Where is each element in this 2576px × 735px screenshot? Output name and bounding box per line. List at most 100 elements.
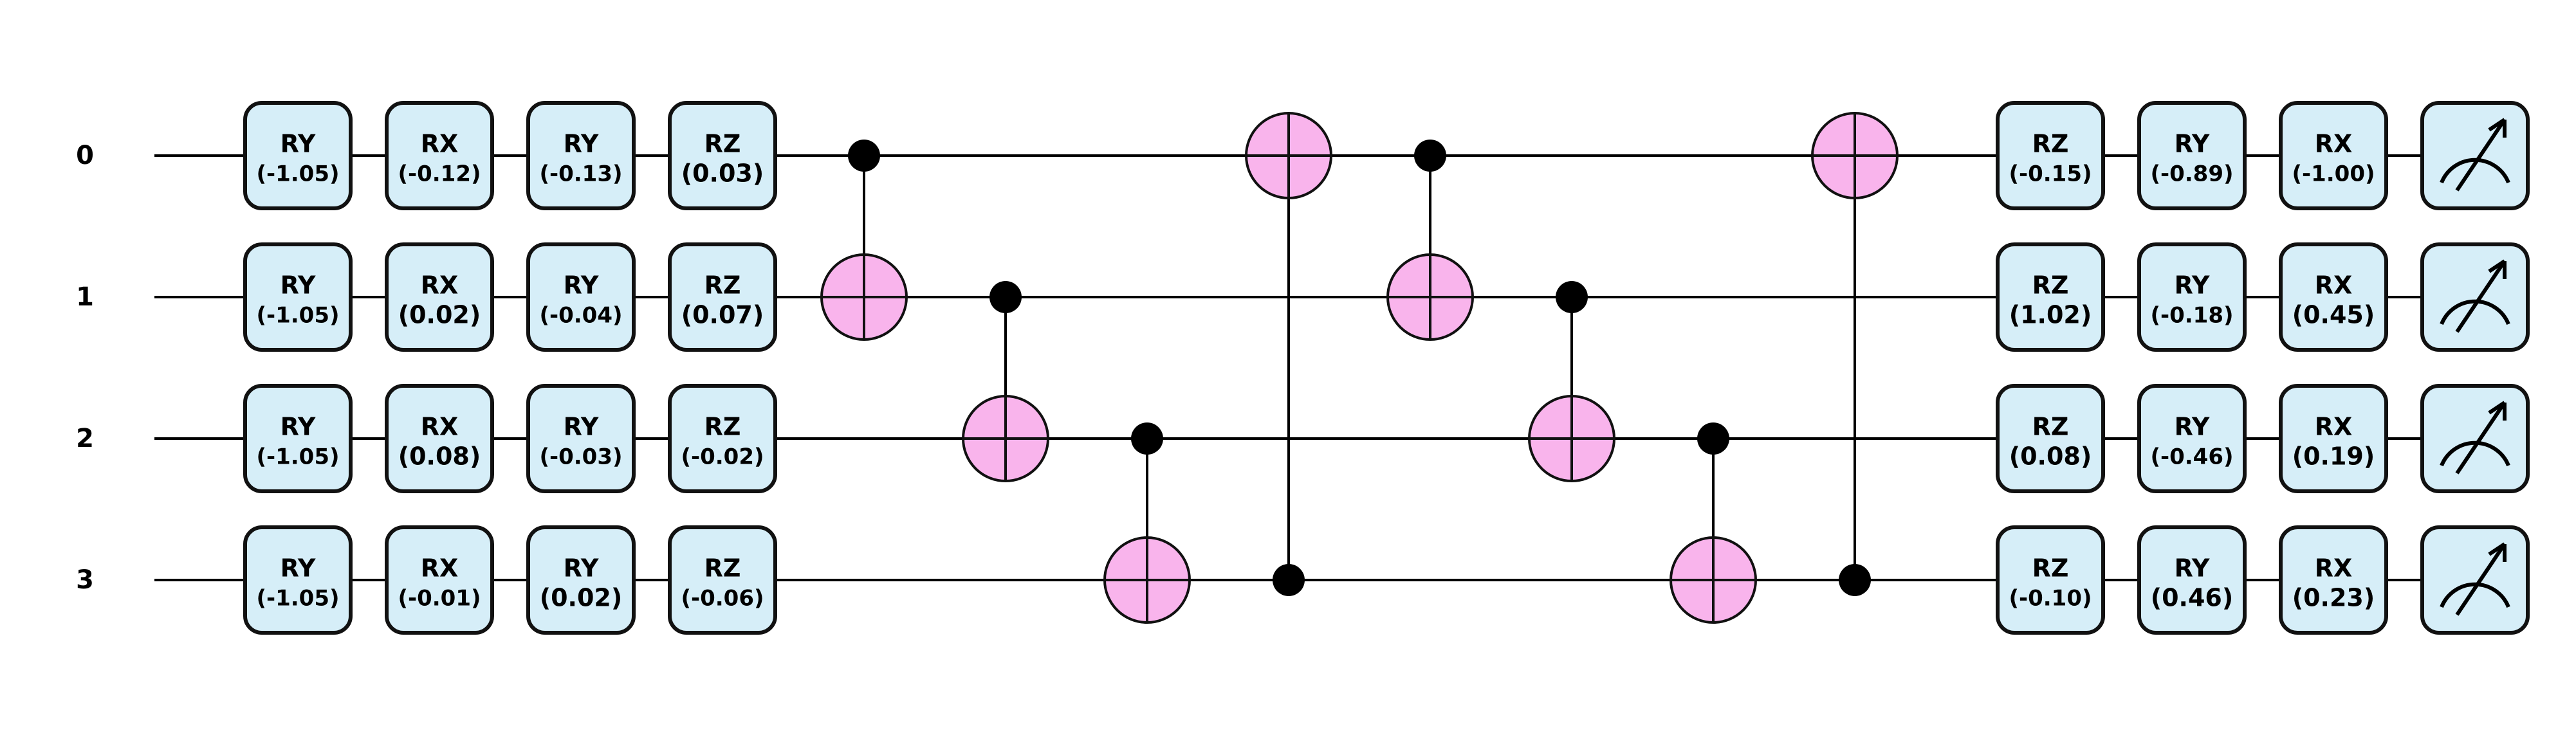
cnot-gate [1386, 140, 1474, 341]
gate-rz: RZ(0.08) [1996, 384, 2105, 493]
gate-parameter: (-0.03) [539, 444, 622, 470]
gate-parameter: (-0.13) [539, 161, 622, 187]
gate-rz: RZ (-0.15) [1996, 101, 2105, 210]
gate-name: RZ [2032, 413, 2069, 441]
gate-rz: RZ(-0.02) [668, 384, 777, 493]
cnot-gate [1528, 281, 1615, 482]
meter-needle [2455, 118, 2507, 192]
gate-name: RZ [704, 271, 741, 300]
gate-parameter: (-0.10) [2009, 586, 2092, 612]
meter-arc [2440, 299, 2510, 325]
gate-box [243, 242, 353, 352]
gate-rx: RX(0.08) [385, 384, 494, 493]
control-dot [1556, 281, 1588, 313]
control-dot [848, 140, 880, 172]
gate-parameter: (-0.46) [2150, 444, 2233, 470]
measure-box [2420, 525, 2530, 635]
gate-parameter: (1.02) [2009, 301, 2092, 329]
meter-arrowhead [2488, 542, 2507, 562]
gate-name: RX [421, 554, 459, 583]
meter-needle [2455, 260, 2507, 333]
cnot-gate [962, 281, 1049, 482]
gate-parameter: (0.07) [681, 301, 764, 329]
meter-arc [2440, 582, 2510, 608]
gate-name: RY [564, 413, 599, 441]
gate-box [526, 525, 636, 635]
qubit-label-1: 1 [76, 282, 94, 312]
control-dot [1697, 422, 1729, 455]
gate-box [243, 101, 353, 210]
gate-name: RZ [704, 130, 741, 158]
control-dot [1131, 422, 1163, 455]
gate-box [668, 384, 777, 493]
measure-icon [2420, 242, 2530, 352]
gate-box [526, 101, 636, 210]
gate-parameter: (-0.04) [539, 303, 622, 329]
cnot-gate [1245, 112, 1332, 596]
gate-name: RY [2175, 271, 2210, 300]
cnot-gate [1103, 422, 1191, 624]
gate-parameter: (-0.06) [681, 586, 764, 612]
gate-box [243, 525, 353, 635]
gate-box [2137, 384, 2247, 493]
gate-rz: RZ(-0.10) [1996, 525, 2105, 635]
gate-parameter: (-1.05) [256, 161, 339, 187]
gate-rz: RZ(0.03) [668, 101, 777, 210]
meter-arrowhead [2488, 259, 2507, 279]
gate-parameter: (-1.05) [256, 586, 339, 612]
control-dot [1273, 564, 1305, 596]
cnot-gate [820, 140, 908, 341]
gate-parameter: (0.19) [2292, 442, 2375, 471]
gate-box [2137, 101, 2247, 210]
gate-rz: RZ(1.02) [1996, 242, 2105, 352]
gate-ry: RY (-0.89) [2137, 101, 2247, 210]
gate-box [385, 101, 494, 210]
control-dot [1414, 140, 1446, 172]
meter-arrowhead [2488, 401, 2507, 421]
measure-icon [2420, 525, 2530, 635]
gate-name: RX [2315, 130, 2353, 158]
gate-name: RY [281, 271, 316, 300]
measure-box [2420, 242, 2530, 352]
gate-name: RZ [704, 413, 741, 441]
qubit-label-0: 0 [76, 141, 94, 170]
gate-parameter: (-1.00) [2292, 161, 2375, 187]
gate-rx: RX(0.19) [2279, 384, 2388, 493]
measure-box [2420, 101, 2530, 210]
gate-ry: RY (-1.05) [243, 525, 353, 635]
gate-name: RY [281, 413, 316, 441]
gate-parameter: (-0.89) [2150, 161, 2233, 187]
gate-box [243, 384, 353, 493]
gate-ry: RY(-1.05) [243, 384, 353, 493]
gate-name: RY [2175, 130, 2210, 158]
gate-name: RY [281, 554, 316, 583]
gate-name: RY [564, 271, 599, 300]
gate-box [526, 384, 636, 493]
gate-parameter: (-0.12) [398, 161, 481, 187]
gate-box [1996, 242, 2105, 352]
control-dot [1839, 564, 1871, 596]
gate-box [2279, 384, 2388, 493]
gate-ry: RY (-0.03) [526, 384, 636, 493]
gate-ry: RY(0.02) [526, 525, 636, 635]
gate-name: RY [564, 130, 599, 158]
gate-ry: RY (-1.05) [243, 242, 353, 352]
gate-ry: RY(-0.18) [2137, 242, 2247, 352]
gate-name: RY [281, 130, 316, 158]
gate-parameter: (0.02) [398, 301, 481, 329]
gate-name: RZ [2032, 130, 2069, 158]
gate-rz: RZ(-0.06) [668, 525, 777, 635]
gate-parameter: (-0.15) [2009, 161, 2092, 187]
links-layer [863, 156, 1856, 580]
gate-box [668, 101, 777, 210]
measure-icon [2420, 384, 2530, 493]
gate-parameter: (0.08) [398, 442, 481, 471]
gate-ry: RY(0.46) [2137, 525, 2247, 635]
gates-layer: RY(-1.05)RY(-1.05)RY(-1.05)RY(-1.05)RX(-… [243, 101, 2530, 635]
meter-arrowhead [2488, 118, 2507, 138]
gate-parameter: (-1.05) [256, 303, 339, 329]
cnot-gate [1670, 422, 1757, 624]
gate-rx: RX(-0.12) [385, 101, 494, 210]
